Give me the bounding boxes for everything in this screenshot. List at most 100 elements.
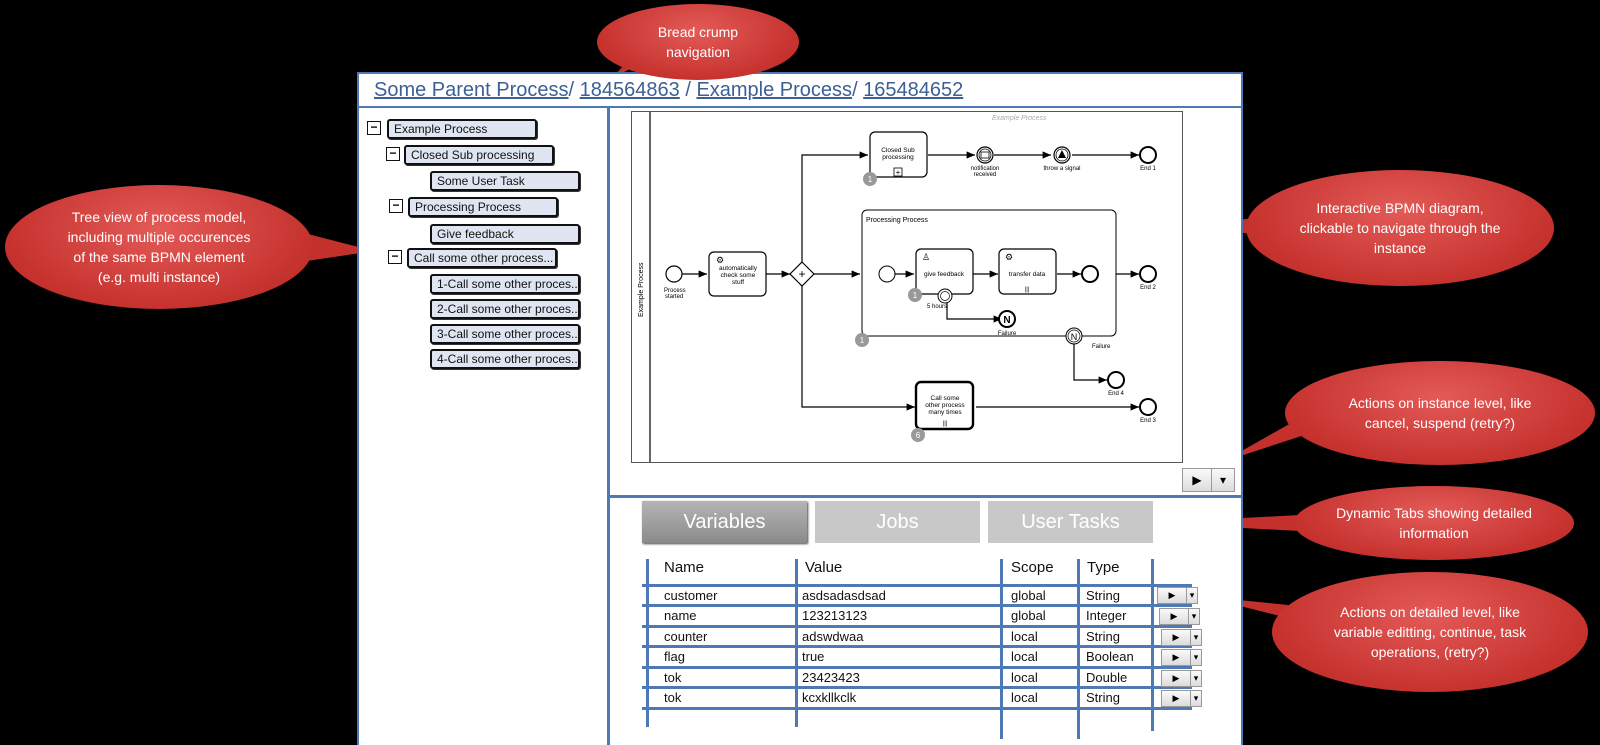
row-actions-dropdown[interactable]: ▾ bbox=[1188, 608, 1200, 625]
tab-user-tasks[interactable]: User Tasks bbox=[988, 501, 1153, 543]
subprocess-closed-sub-processing[interactable] bbox=[869, 131, 928, 178]
breadcrumb-parent-instance[interactable]: 184564863 bbox=[579, 79, 680, 101]
notification-line-1: notification bbox=[971, 166, 1000, 172]
service-task-gear-icon: ⚙ bbox=[1005, 252, 1013, 262]
tree-node-call-instance-3[interactable]: 3-Call some other proces... bbox=[430, 324, 580, 344]
row-play-button[interactable]: ▶ bbox=[1161, 629, 1191, 646]
cell-type: String bbox=[1086, 629, 1120, 644]
row-actions-dropdown[interactable]: ▾ bbox=[1186, 587, 1198, 604]
expand-marker-icon bbox=[893, 167, 903, 177]
call-other-line-1: Call some bbox=[931, 395, 960, 402]
multi-instance-marker-icon: ||| bbox=[1025, 287, 1030, 293]
column-header-value: Value bbox=[805, 559, 843, 576]
end-event-icon[interactable] bbox=[1139, 146, 1157, 164]
row-play-button[interactable]: ▶ bbox=[1159, 608, 1189, 625]
column-header-scope: Scope bbox=[1011, 559, 1054, 576]
call-other-line-3: many times bbox=[928, 409, 962, 416]
closed-sub-line-1: Closed Sub bbox=[881, 147, 915, 154]
sub-start-event-icon[interactable] bbox=[878, 265, 896, 283]
failure-outer-label: Failure bbox=[1092, 344, 1111, 350]
tree-node-call-instance-2[interactable]: 2-Call some other proces... bbox=[430, 299, 580, 319]
row-play-button[interactable]: ▶ bbox=[1161, 690, 1191, 707]
tab-variables[interactable]: Variables bbox=[642, 501, 807, 543]
callout-diagram: Interactive BPMN diagram, clickable to n… bbox=[1246, 170, 1554, 286]
badge-closed-sub: 1 bbox=[868, 175, 873, 184]
breadcrumb-separator: / bbox=[679, 79, 697, 101]
instance-count-badge bbox=[855, 333, 869, 347]
expand-plus-icon: + bbox=[896, 168, 901, 177]
breadcrumb-process[interactable]: Example Process bbox=[696, 79, 853, 101]
breadcrumb: Some Parent Process/ 184564863 / Example… bbox=[359, 74, 1241, 108]
multi-instance-marker-icon: ||| bbox=[943, 421, 948, 427]
user-task-icon: ♙ bbox=[922, 252, 930, 262]
cell-name: tok bbox=[664, 670, 682, 685]
row-actions-dropdown[interactable]: ▾ bbox=[1190, 670, 1202, 687]
task-transfer-data[interactable] bbox=[998, 248, 1057, 295]
cell-scope: local bbox=[1011, 649, 1038, 664]
badge-call-other: 6 bbox=[916, 431, 921, 440]
callout-tree: Tree view of process model, including mu… bbox=[5, 185, 313, 309]
breadcrumb-instance[interactable]: 165484652 bbox=[863, 79, 964, 101]
call-activity-other-process[interactable] bbox=[914, 380, 975, 431]
cell-type: Double bbox=[1086, 670, 1128, 685]
badge-processing: 1 bbox=[860, 336, 865, 345]
tree-node-give-feedback[interactable]: Give feedback bbox=[430, 224, 580, 244]
vertical-splitter[interactable] bbox=[607, 108, 610, 745]
task-check-line-1: automatically bbox=[719, 265, 758, 272]
tree-node-example-process[interactable]: Example Process bbox=[387, 119, 537, 139]
tree-node-call-instance-4[interactable]: 4-Call some other proces... bbox=[430, 349, 580, 369]
row-actions-dropdown[interactable]: ▾ bbox=[1190, 690, 1202, 707]
breadcrumb-parent-process[interactable]: Some Parent Process bbox=[374, 79, 569, 101]
instance-actions-dropdown[interactable]: ▾ bbox=[1211, 468, 1235, 492]
cell-type: String bbox=[1086, 690, 1120, 705]
tree-node-call-other-process[interactable]: Call some other process... bbox=[407, 248, 557, 268]
timer-label: 5 hours bbox=[927, 304, 947, 310]
give-feedback-label: give feedback bbox=[924, 271, 965, 278]
gateway-plus-icon: + bbox=[798, 267, 805, 281]
horizontal-splitter[interactable] bbox=[609, 495, 1241, 498]
end-event-icon[interactable] bbox=[1139, 398, 1157, 416]
tree-node-some-user-task[interactable]: Some User Task bbox=[430, 171, 580, 191]
error-end-event-icon[interactable] bbox=[998, 310, 1016, 328]
tab-jobs[interactable]: Jobs bbox=[815, 501, 980, 543]
processing-title: Processing Process bbox=[866, 217, 928, 224]
error-bolt-icon: N bbox=[1071, 332, 1078, 342]
end-event-icon[interactable] bbox=[1107, 371, 1125, 389]
bpmn-diagram[interactable]: Example Process Example Process bbox=[631, 111, 1183, 463]
row-actions-dropdown[interactable]: ▾ bbox=[1190, 649, 1202, 666]
column-header-type: Type bbox=[1087, 559, 1120, 576]
collapse-toggle[interactable]: − bbox=[389, 199, 403, 213]
start-label-1: Process bbox=[664, 288, 686, 294]
end1-label: End 1 bbox=[1140, 166, 1156, 172]
sub-end-event-icon[interactable] bbox=[1081, 265, 1099, 283]
signal-triangle-icon bbox=[1058, 150, 1066, 158]
error-bolt-icon: N bbox=[1003, 315, 1010, 326]
row-play-button[interactable]: ▶ bbox=[1157, 587, 1187, 604]
cell-type: Integer bbox=[1086, 608, 1127, 623]
row-play-button[interactable]: ▶ bbox=[1161, 670, 1191, 687]
cell-value: adswdwaa bbox=[802, 629, 864, 644]
instance-count-badge bbox=[908, 288, 922, 302]
cell-scope: local bbox=[1011, 629, 1038, 644]
collapse-toggle[interactable]: − bbox=[386, 147, 400, 161]
row-actions-dropdown[interactable]: ▾ bbox=[1190, 629, 1202, 646]
tree-node-call-instance-1[interactable]: 1-Call some other proces... bbox=[430, 274, 580, 294]
tree-node-closed-sub-processing[interactable]: Closed Sub processing bbox=[404, 145, 554, 165]
tree-node-processing-process[interactable]: Processing Process bbox=[408, 197, 558, 217]
parallel-gateway-icon[interactable] bbox=[789, 261, 815, 287]
end-event-icon[interactable] bbox=[1139, 265, 1157, 283]
subprocess-processing-process[interactable] bbox=[861, 209, 1117, 337]
row-play-button[interactable]: ▶ bbox=[1161, 649, 1191, 666]
task-automatic-check[interactable] bbox=[708, 251, 767, 297]
cell-value: true bbox=[802, 649, 825, 664]
badge-give-feedback: 1 bbox=[913, 291, 918, 300]
callout-instance-actions: Actions on instance level, like cancel, … bbox=[1285, 361, 1595, 465]
collapse-toggle[interactable]: − bbox=[367, 121, 381, 135]
cell-type: Boolean bbox=[1086, 649, 1134, 664]
collapse-toggle[interactable]: − bbox=[388, 250, 402, 264]
instance-play-button[interactable]: ▶ bbox=[1182, 468, 1212, 492]
start-event-icon[interactable] bbox=[665, 265, 683, 283]
failure-inner-label: Failure bbox=[998, 331, 1017, 337]
start-label-2: started bbox=[665, 294, 683, 300]
clock-icon bbox=[940, 291, 950, 301]
